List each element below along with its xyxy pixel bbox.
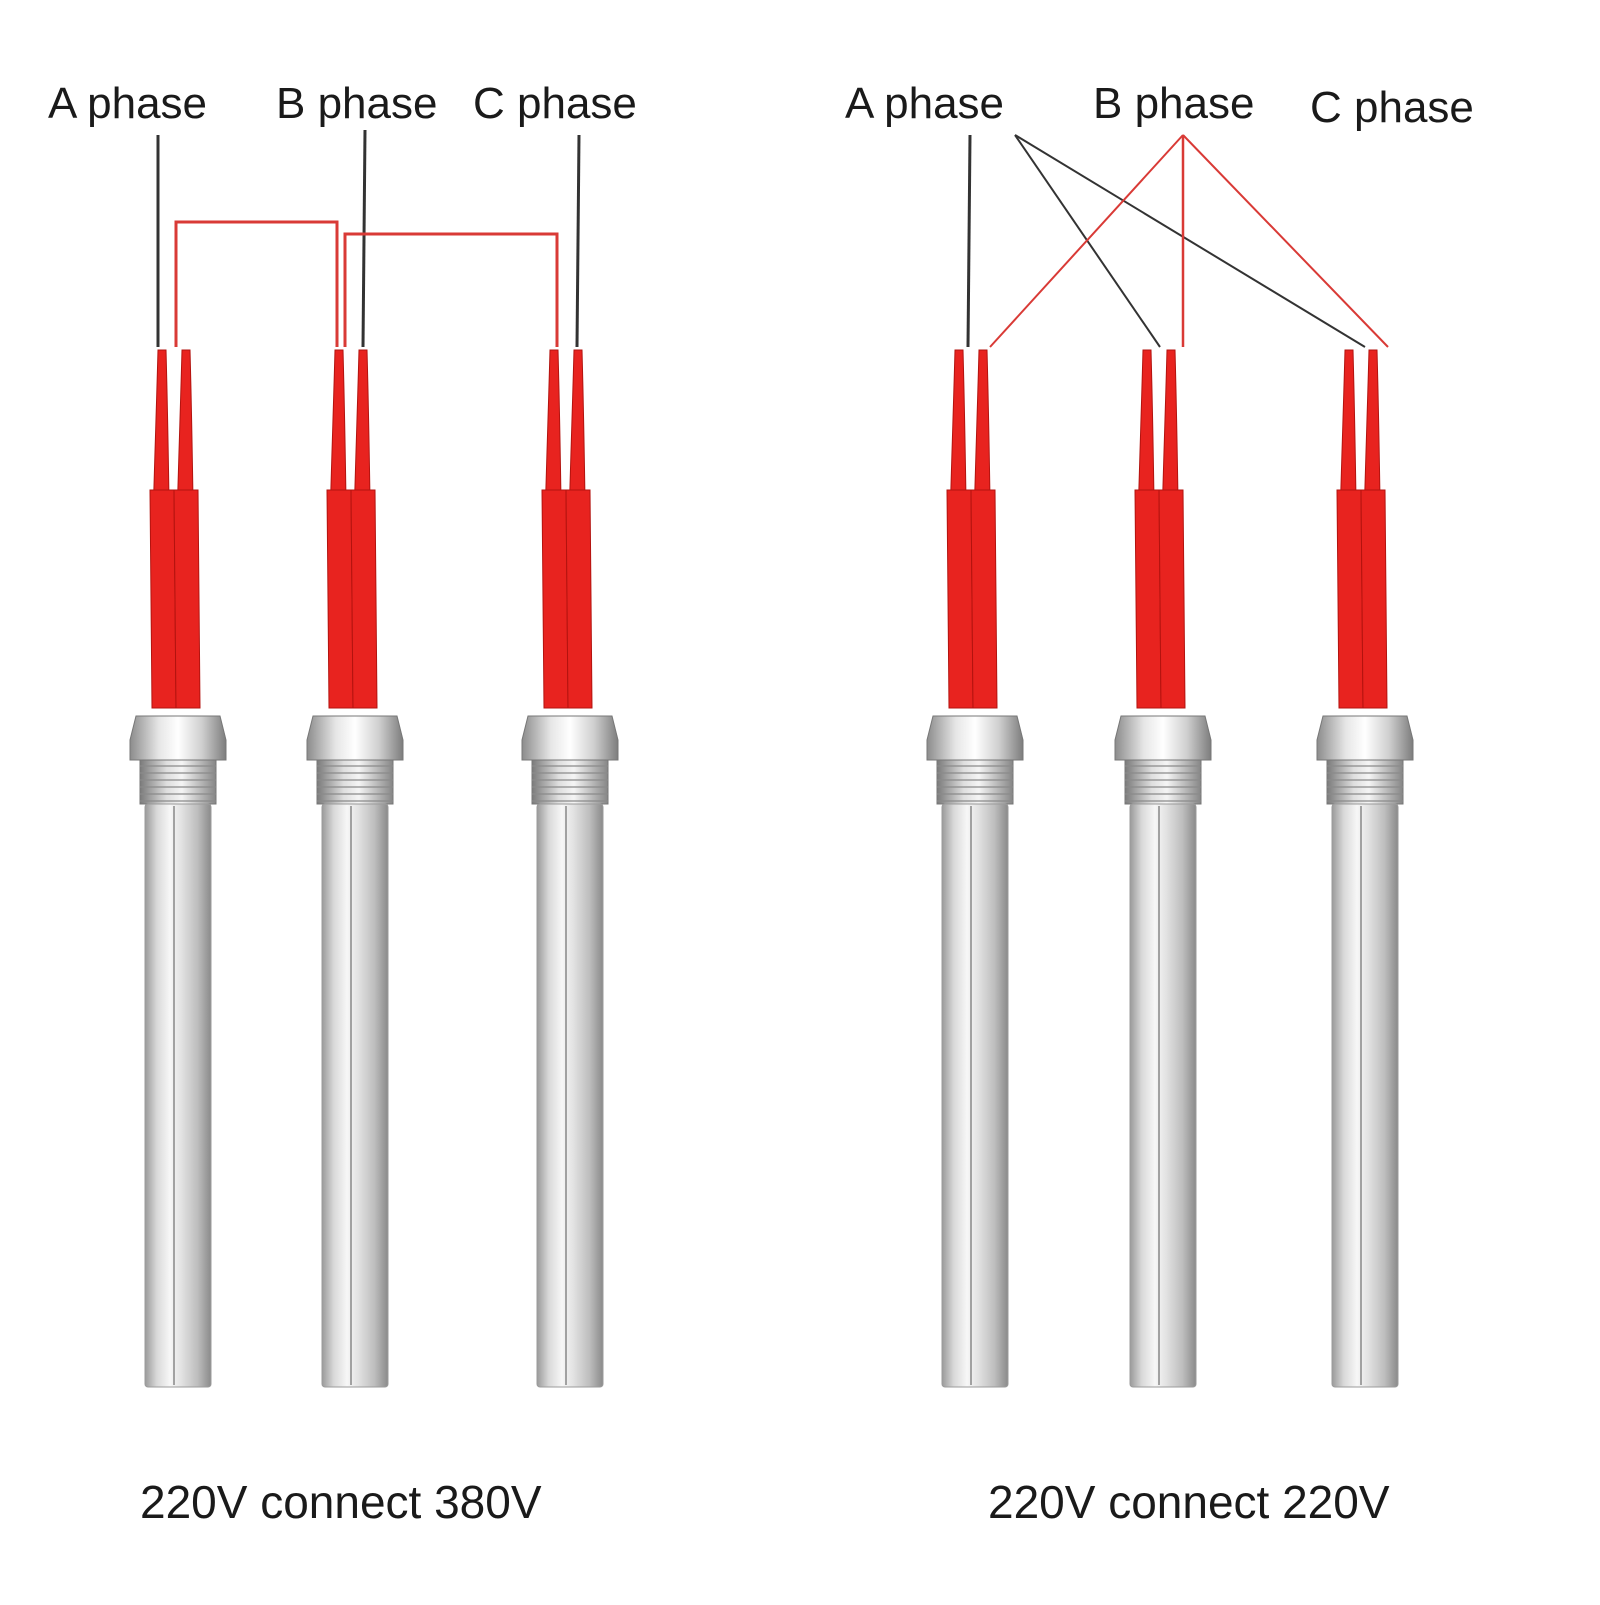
right-label-b-phase: B phase [1093, 79, 1254, 128]
right-heater-3-tube [1331, 803, 1399, 1388]
left-heater-3-tube [536, 803, 604, 1388]
left-heater-1-sleeve-1 [149, 489, 177, 709]
left-heater-3-hex-nut [521, 715, 619, 761]
left-heater-3-sleeve-2 [565, 489, 593, 709]
right-cartridge-heater-3-icon [1316, 349, 1414, 1388]
right-heater-3-thread [1326, 759, 1404, 805]
right-a-phase-wire [966, 134, 972, 348]
left-label-b-phase: B phase [276, 79, 437, 128]
left-heater-2-sleeve-2 [350, 489, 378, 709]
right-heater-1-sleeve-1 [946, 489, 974, 709]
right-heater-3-sleeve-2 [1360, 489, 1388, 709]
left-heater-group [129, 349, 619, 1388]
left-heater-1-thread [139, 759, 217, 805]
right-b-phase-diag-1 [989, 134, 1184, 348]
right-heater-group [926, 349, 1414, 1388]
right-heater-3-hex-nut [1316, 715, 1414, 761]
right-heater-2-thread [1124, 759, 1202, 805]
right-cartridge-heater-2-icon [1114, 349, 1212, 1388]
right-label-c-phase: C phase [1310, 83, 1474, 132]
left-caption: 220V connect 380V [140, 1476, 542, 1528]
right-a-phase-diag-2 [1014, 134, 1366, 348]
right-label-a-phase: A phase [845, 79, 1004, 128]
left-link-wire-2 [343, 232, 559, 347]
left-heater-1-sleeve-2 [173, 489, 201, 709]
right-heater-1-sleeve-2 [970, 489, 998, 709]
right-heater-2-sleeve-2 [1158, 489, 1186, 709]
right-heater-1-thread [936, 759, 1014, 805]
right-heater-1-hex-nut [926, 715, 1024, 761]
right-heater-2-tube [1129, 803, 1197, 1388]
left-heater-3-sleeve-1 [541, 489, 569, 709]
right-heater-2-hex-nut [1114, 715, 1212, 761]
left-label-c-phase: C phase [473, 79, 637, 128]
left-link-wire-1 [174, 220, 339, 347]
right-heater-3-sleeve-1 [1336, 489, 1364, 709]
left-heater-2-sleeve-1 [326, 489, 354, 709]
left-c-phase-wire [575, 134, 581, 348]
left-heater-2-tube [321, 803, 389, 1388]
left-heater-3-thread [531, 759, 609, 805]
left-cartridge-heater-2-icon [306, 349, 404, 1388]
left-heater-1-tube [144, 803, 212, 1388]
right-caption: 220V connect 220V [988, 1476, 1390, 1528]
left-b-phase-wire [361, 129, 367, 348]
right-heater-2-sleeve-1 [1134, 489, 1162, 709]
right-b-phase-diag-2 [1182, 134, 1389, 348]
left-heater-2-hex-nut [306, 715, 404, 761]
diagram-left-380v: A phase B phase C phase 220V connect 380… [48, 79, 637, 1528]
left-cartridge-heater-3-icon [521, 349, 619, 1388]
left-cartridge-heater-1-icon [129, 349, 227, 1388]
right-heater-1-tube [941, 803, 1009, 1388]
left-heater-1-hex-nut [129, 715, 227, 761]
diagram-right-220v: A phase B phase C phase 220V connect 220… [845, 79, 1474, 1528]
left-label-a-phase: A phase [48, 79, 207, 128]
right-cartridge-heater-1-icon [926, 349, 1024, 1388]
